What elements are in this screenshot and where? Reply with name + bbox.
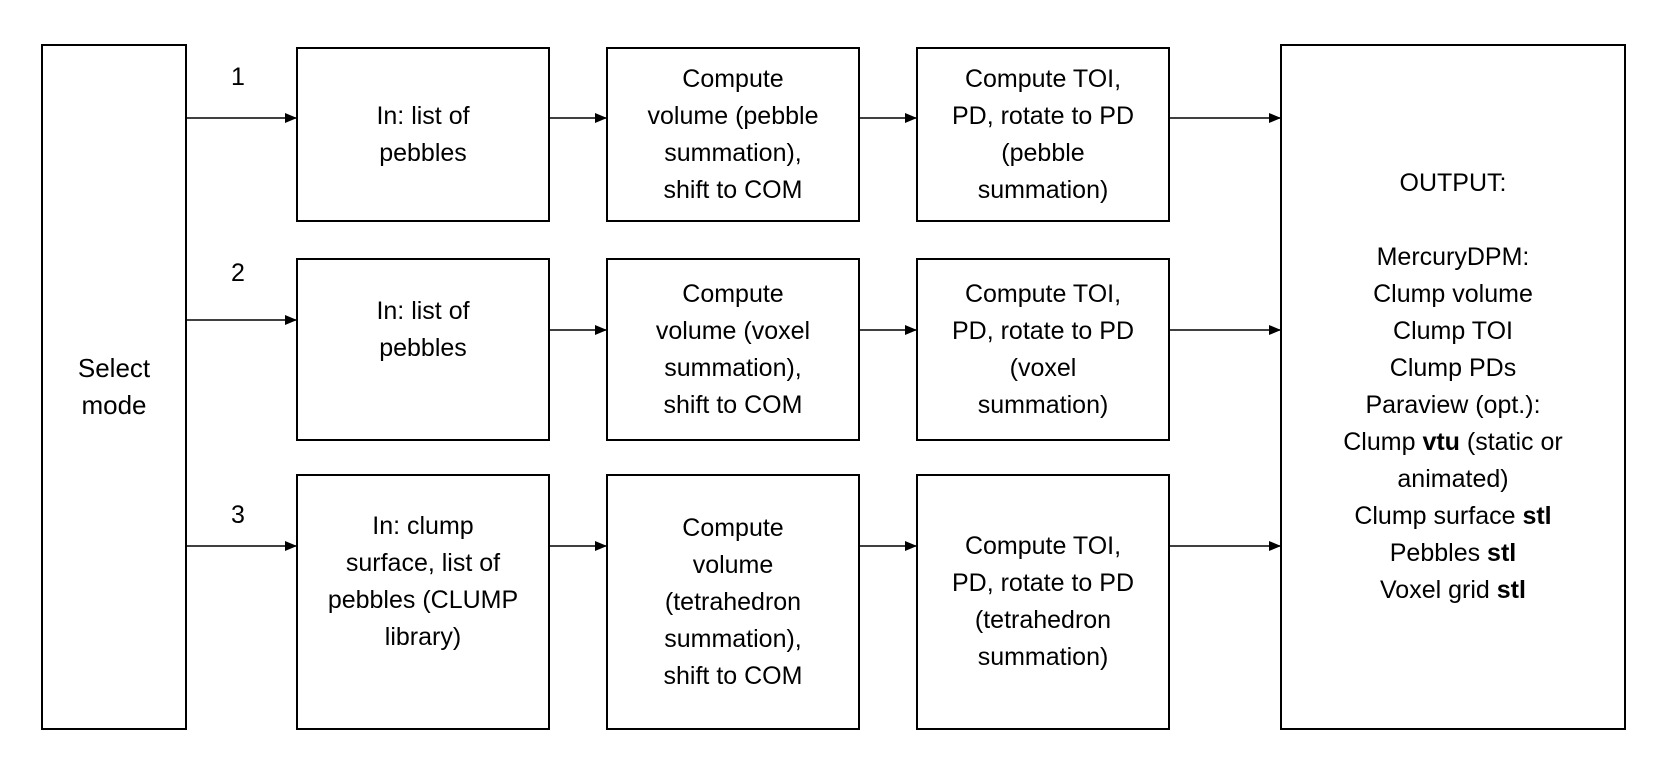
paraview-item-surface-stl: Clump surface stl <box>1354 502 1552 530</box>
vtu-keyword: vtu <box>1422 428 1460 456</box>
input-box-2: In: list of pebbles <box>296 258 550 441</box>
stl-keyword: stl <box>1522 502 1552 530</box>
volume-box-2: Compute volume (voxel summation), shift … <box>606 258 860 441</box>
output-content: OUTPUT: MercuryDPM: Clump volume Clump T… <box>1343 165 1562 609</box>
output-box: OUTPUT: MercuryDPM: Clump volume Clump T… <box>1280 44 1626 730</box>
volume-box-3: Compute volume (tetrahedron summation), … <box>606 474 860 730</box>
input-label-3: In: clump surface, list of pebbles (CLUM… <box>327 512 519 651</box>
toi-label-1: Compute TOI, PD, rotate to PD (pebble su… <box>951 64 1135 204</box>
select-mode-box: Select mode <box>41 44 187 730</box>
stl-keyword: stl <box>1496 576 1526 604</box>
path-number-3: 3 <box>231 501 245 529</box>
paraview-item-pebbles-stl: Pebbles stl <box>1389 539 1517 567</box>
toi-label-2: Compute TOI, PD, rotate to PD (voxel sum… <box>951 279 1135 419</box>
stl-keyword: stl <box>1487 539 1517 567</box>
input-label-1: In: list of pebbles <box>376 101 470 167</box>
toi-box-3: Compute TOI, PD, rotate to PD (tetrahedr… <box>916 474 1170 730</box>
paraview-item-vtu: Clump vtu (static or <box>1343 428 1563 456</box>
mercury-item-pds: Clump PDs <box>1389 354 1517 382</box>
input-label-2: In: list of pebbles <box>376 296 470 362</box>
paraview-heading: Paraview (opt.): <box>1365 391 1541 419</box>
volume-label-3: Compute volume (tetrahedron summation), … <box>663 513 803 690</box>
paraview-item-voxel-stl: Voxel grid stl <box>1380 576 1526 604</box>
input-box-1: In: list of pebbles <box>296 47 550 222</box>
toi-box-1: Compute TOI, PD, rotate to PD (pebble su… <box>916 47 1170 222</box>
input-box-3: In: clump surface, list of pebbles (CLUM… <box>296 474 550 730</box>
select-mode-label: Select mode <box>77 353 151 420</box>
toi-box-2: Compute TOI, PD, rotate to PD (voxel sum… <box>916 258 1170 441</box>
volume-box-1: Compute volume (pebble summation), shift… <box>606 47 860 222</box>
mercury-item-toi: Clump TOI <box>1393 317 1513 345</box>
paraview-item-vtu-cont: animated) <box>1397 465 1509 493</box>
path-number-2: 2 <box>231 259 245 287</box>
toi-label-3: Compute TOI, PD, rotate to PD (tetrahedr… <box>951 532 1135 671</box>
path-number-1: 1 <box>231 63 245 91</box>
volume-label-2: Compute volume (voxel summation), shift … <box>655 279 811 419</box>
volume-label-1: Compute volume (pebble summation), shift… <box>647 64 819 204</box>
mercury-heading: MercuryDPM: <box>1376 243 1530 271</box>
mercury-item-volume: Clump volume <box>1373 280 1533 308</box>
output-heading: OUTPUT: <box>1399 169 1507 197</box>
